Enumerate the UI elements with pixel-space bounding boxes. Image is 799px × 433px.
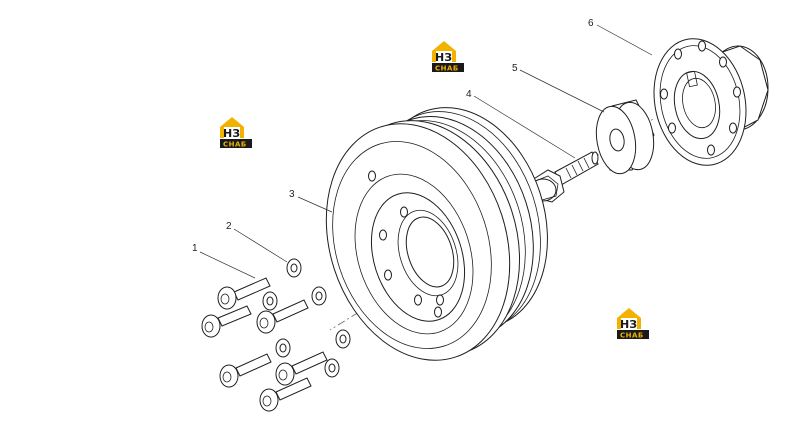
callout-1: 1 bbox=[192, 243, 198, 254]
callout-5: 5 bbox=[512, 63, 518, 74]
spacer-washer-part bbox=[595, 99, 655, 175]
callout-2: 2 bbox=[226, 221, 232, 232]
pulley-part bbox=[325, 107, 548, 361]
svg-text:СНАБ: СНАБ bbox=[620, 332, 644, 340]
socket-screw bbox=[201, 305, 252, 338]
hex-flange-bolt-part bbox=[529, 151, 599, 203]
washer bbox=[324, 358, 340, 378]
callouts: 1 2 3 4 5 6 bbox=[192, 18, 653, 279]
leader-line bbox=[233, 228, 288, 263]
washer bbox=[286, 258, 302, 278]
socket-screw bbox=[275, 351, 328, 386]
leader-line bbox=[297, 196, 333, 213]
svg-text:НЗ: НЗ bbox=[223, 127, 240, 140]
callout-6: 6 bbox=[588, 18, 594, 29]
leader-line bbox=[473, 95, 576, 159]
socket-screw bbox=[219, 353, 272, 388]
svg-text:НЗ: НЗ bbox=[620, 318, 637, 331]
washer bbox=[335, 329, 351, 349]
watermark-logo: НЗ СНАБ bbox=[617, 308, 649, 340]
socket-screw bbox=[217, 277, 271, 310]
leader-line bbox=[519, 69, 605, 113]
hub-part bbox=[653, 38, 769, 166]
socket-screw bbox=[259, 377, 312, 412]
watermark-logo: НЗ СНАБ bbox=[220, 117, 252, 149]
leader-line bbox=[596, 24, 653, 56]
washer bbox=[311, 286, 327, 306]
callout-3: 3 bbox=[289, 189, 295, 200]
svg-text:СНАБ: СНАБ bbox=[435, 65, 459, 73]
svg-text:СНАБ: СНАБ bbox=[223, 141, 247, 149]
svg-text:НЗ: НЗ bbox=[435, 51, 452, 64]
washer bbox=[275, 338, 291, 358]
leader-line bbox=[199, 251, 256, 279]
washer bbox=[262, 291, 278, 311]
socket-screw bbox=[256, 299, 309, 334]
watermark-logo: НЗ СНАБ bbox=[432, 41, 464, 73]
socket-screws-part bbox=[201, 277, 328, 412]
callout-4: 4 bbox=[466, 89, 472, 100]
washers-part bbox=[262, 258, 351, 378]
